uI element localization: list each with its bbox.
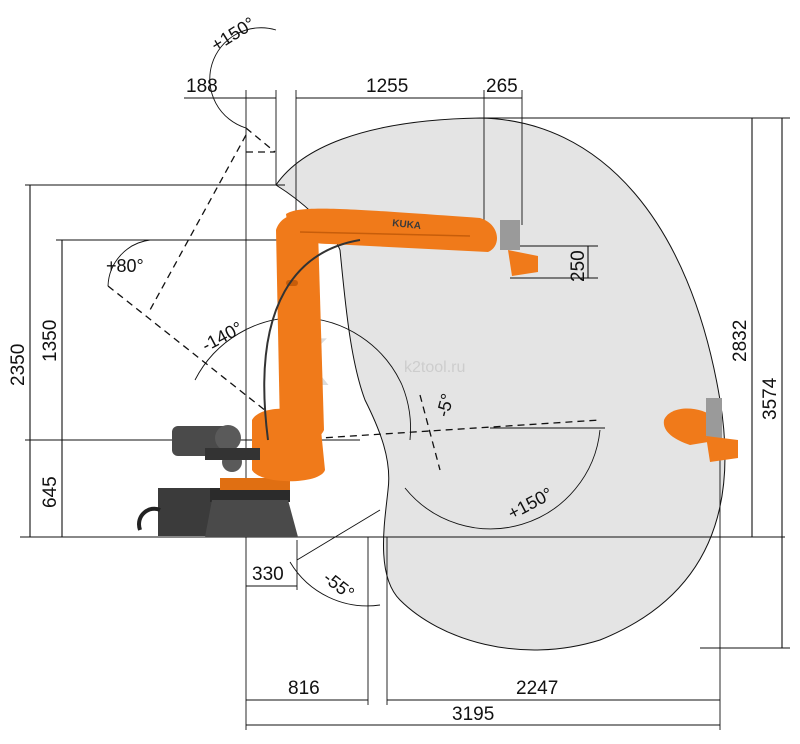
dim-330: 330 (252, 564, 284, 585)
dim-2832: 2832 (730, 320, 751, 362)
angle-construction (107, 27, 605, 607)
extension-lines (20, 90, 790, 730)
angle-minus55: -55° (320, 567, 358, 603)
motor-left (215, 425, 241, 451)
dim-265: 265 (486, 76, 518, 97)
bottom-dimensions (246, 585, 720, 726)
dim-250: 250 (568, 250, 589, 282)
dim-645: 645 (40, 476, 61, 508)
dim-3574: 3574 (760, 377, 781, 420)
dimension-labels: 188 1255 265 250 2350 1350 645 2832 3574… (8, 76, 781, 725)
dim-188: 188 (186, 76, 218, 97)
work-envelope (275, 117, 726, 651)
dim-2350: 2350 (8, 344, 29, 386)
dim-816: 816 (288, 678, 320, 699)
dim-1255: 1255 (366, 76, 408, 97)
left-dimensions (29, 185, 63, 537)
angle-minus140: -140° (198, 318, 246, 356)
dim-2247: 2247 (516, 678, 558, 699)
right-dimensions (751, 118, 783, 648)
dim-1350: 1350 (40, 320, 61, 362)
robot-arm: KUKA (172, 208, 538, 482)
robot-base (137, 478, 298, 537)
wrist-at-max-reach (663, 398, 738, 462)
top-dimensions (184, 97, 589, 278)
angle-plus80: +80° (106, 256, 144, 276)
watermark-text: k2tool.ru (404, 359, 465, 376)
dim-3195: 3195 (452, 704, 494, 725)
angle-plus150-top: +150° (208, 13, 259, 55)
brand-label: KUKA (392, 218, 422, 232)
